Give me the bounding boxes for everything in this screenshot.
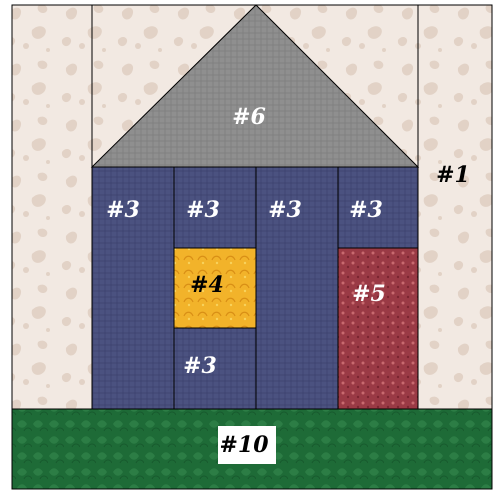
background-left-strip: [12, 5, 92, 409]
background-right-strip: [418, 5, 492, 409]
label-background: #1: [436, 162, 470, 188]
label-column-1: #3: [106, 197, 140, 223]
label-column-4: #3: [349, 197, 383, 223]
label-column-2-bottom: #3: [183, 353, 217, 379]
label-window: #4: [190, 272, 224, 298]
label-roof: #6: [232, 104, 266, 130]
label-column-3: #3: [268, 197, 302, 223]
label-grass: #10: [219, 432, 269, 458]
label-column-2-top: #3: [186, 197, 220, 223]
label-door: #5: [352, 281, 386, 307]
door-patch: [338, 248, 418, 409]
